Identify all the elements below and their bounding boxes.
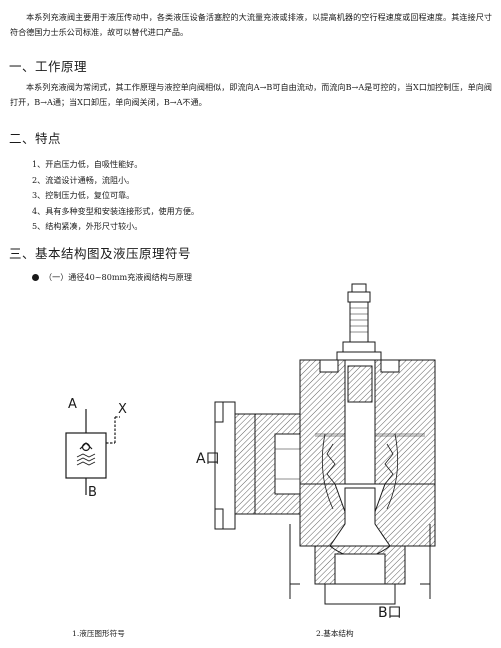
intro-text: 本系列充液阀主要用于液压传动中，各类液压设备活塞腔的大流量充液或排液，以提高机器…: [10, 12, 492, 37]
intro-paragraph: 本系列充液阀主要用于液压传动中，各类液压设备活塞腔的大流量充液或排液，以提高机器…: [10, 10, 492, 40]
section-title-principle: 一、工作原理: [9, 59, 88, 74]
symbol-caption: 1.液压图形符号: [72, 629, 125, 638]
subsection-text: （一）通径40~80mm充液阀结构与原理: [44, 272, 192, 282]
structure-caption: 2.基本结构: [316, 629, 354, 638]
symbol-label-b: B: [88, 485, 97, 500]
symbol-label-a: A: [68, 397, 77, 412]
bullet-icon: [32, 274, 39, 281]
list-item: 5、结构紧凑，外形尺寸较小。: [32, 221, 143, 231]
features-list: 1、开启压力低，自吸性能好。 2、流道设计通畅，流阻小。 3、控制压力低，复位可…: [32, 157, 199, 235]
list-item: 4、具有多种变型和安装连接形式，使用方便。: [32, 205, 200, 216]
section-title-features: 二、特点: [9, 131, 62, 146]
hydraulic-symbol: [65, 409, 120, 495]
subsection-heading: （一）通径40~80mm充液阀结构与原理: [32, 272, 192, 283]
list-item: 1、开启压力低，自吸性能好。: [32, 159, 143, 169]
b-port-label: B口: [378, 605, 402, 621]
a-port-label: A口: [196, 451, 220, 467]
valve-section-drawing: [214, 283, 436, 605]
section-title-structure: 三、基本结构图及液压原理符号: [9, 246, 192, 261]
list-item: 2、流道设计通畅，流阻小。: [32, 174, 135, 185]
list-item: 3、控制压力低，复位可靠。: [32, 190, 135, 200]
principle-text: 本系列充液阀为常闭式，其工作原理与液控单向阀相似，即流向A→B可自由流动，而流向…: [10, 82, 492, 107]
symbol-label-x: X: [118, 402, 127, 417]
principle-paragraph: 本系列充液阀为常闭式，其工作原理与液控单向阀相似，即流向A→B可自由流动，而流向…: [10, 80, 492, 110]
